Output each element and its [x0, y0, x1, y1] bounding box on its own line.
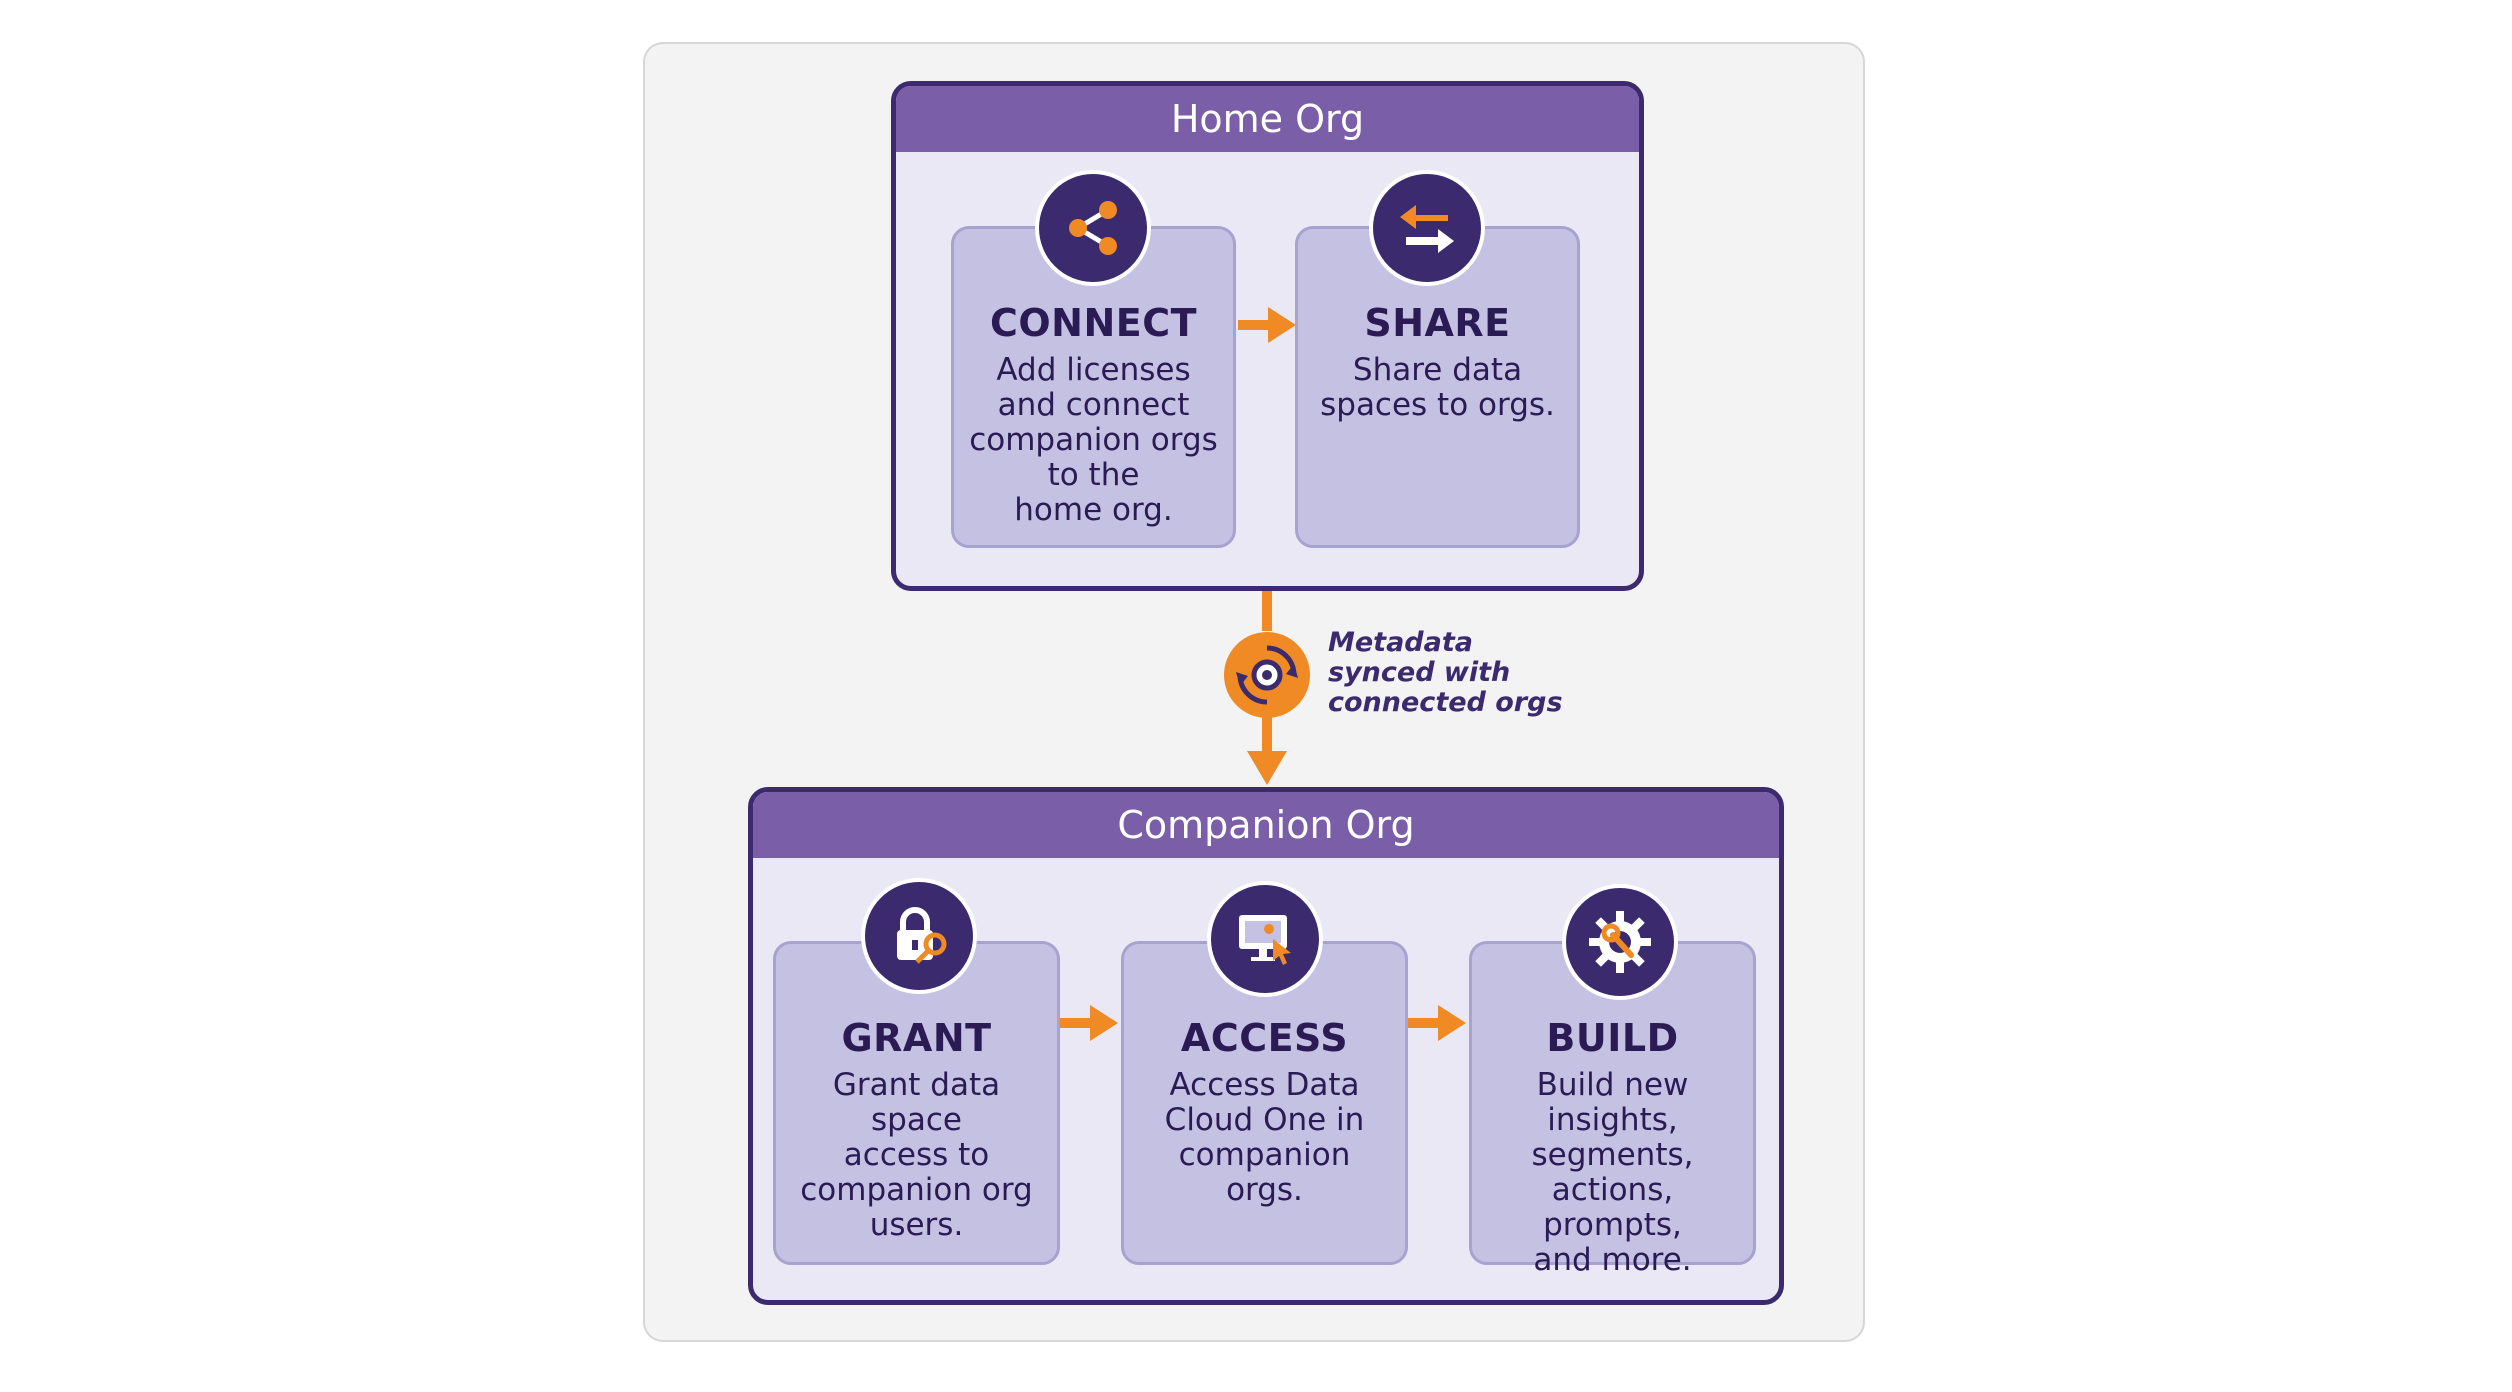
connect-description: Add licenses and connect companion orgs …: [969, 352, 1218, 528]
access-description: Access Data Cloud One in companion orgs.: [1164, 1067, 1365, 1208]
sync-label: Metadata synced with connected orgs: [1328, 627, 1563, 718]
connect-card: CONNECT Add licenses and connect compani…: [951, 226, 1236, 548]
access-title: ACCESS: [1180, 1016, 1349, 1060]
gear-wrench-icon: [1566, 888, 1674, 996]
share-network-icon: [1039, 174, 1147, 282]
sync-connector-arrow: [1247, 591, 1287, 785]
monitor-cursor-icon: [1211, 885, 1319, 993]
sync-gear-icon: [1224, 632, 1310, 718]
grant-card: GRANT Grant data space access to compani…: [773, 941, 1060, 1265]
exchange-arrows-icon: [1373, 174, 1481, 282]
companion-org-title: Companion Org: [753, 792, 1779, 858]
grant-title: GRANT: [841, 1016, 992, 1060]
arrow-grant-to-access: [1060, 1005, 1118, 1041]
grant-description: Grant data space access to companion org…: [800, 1067, 1033, 1243]
share-description: Share data spaces to orgs.: [1320, 352, 1555, 423]
lock-key-icon: [865, 882, 973, 990]
connect-title: CONNECT: [989, 301, 1198, 345]
build-description: Build new insights, segments, actions, p…: [1531, 1067, 1694, 1278]
arrow-connect-to-share: [1238, 307, 1296, 343]
share-card: SHARE Share data spaces to orgs.: [1295, 226, 1580, 548]
arrow-access-to-build: [1408, 1005, 1466, 1041]
build-card: BUILD Build new insights, segments, acti…: [1469, 941, 1756, 1278]
home-org-title: Home Org: [896, 86, 1639, 152]
share-title: SHARE: [1364, 301, 1511, 345]
build-title: BUILD: [1546, 1016, 1679, 1060]
